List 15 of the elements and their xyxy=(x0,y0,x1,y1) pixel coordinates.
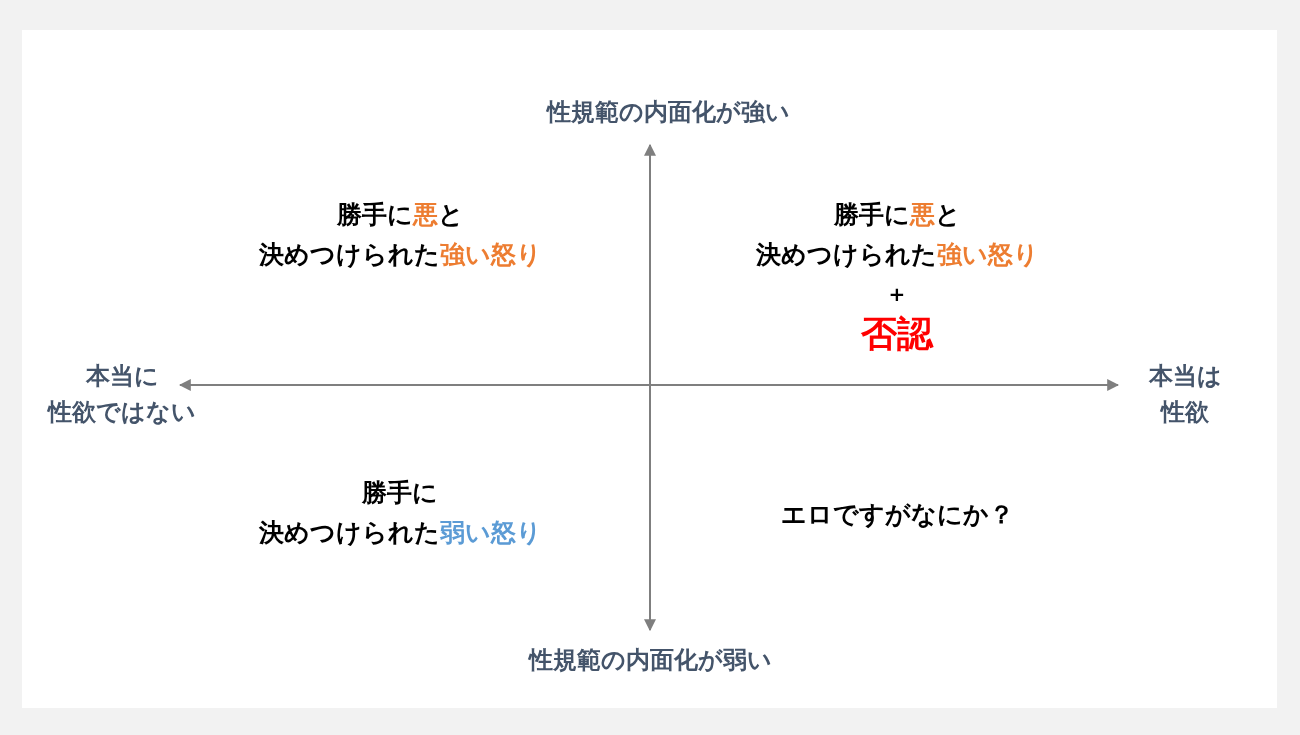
axis-label: 性欲 xyxy=(1161,398,1209,427)
quadrant-text: エロですがなにか？ xyxy=(780,500,1014,530)
axis-label: 性規範の内面化が強い xyxy=(546,98,790,127)
axis-label: 性欲ではない xyxy=(48,398,196,427)
quadrant-text: 勝手に xyxy=(362,478,438,508)
quadrant-text: 決めつけられた強い怒り xyxy=(755,240,1039,270)
axis-label: 性規範の内面化が弱い xyxy=(528,646,772,675)
plus-sign: + xyxy=(888,282,906,306)
quadrant-text: 勝手に悪と xyxy=(336,200,464,230)
quadrant-text: 決めつけられた強い怒り xyxy=(258,240,542,270)
axis-label: 本当に xyxy=(85,362,159,391)
quadrant-text: 決めつけられた弱い怒り xyxy=(258,518,542,548)
axis-label: 本当は xyxy=(1148,362,1222,391)
denial-text: 否認 xyxy=(861,312,933,356)
quadrant-text: 勝手に悪と xyxy=(833,200,961,230)
